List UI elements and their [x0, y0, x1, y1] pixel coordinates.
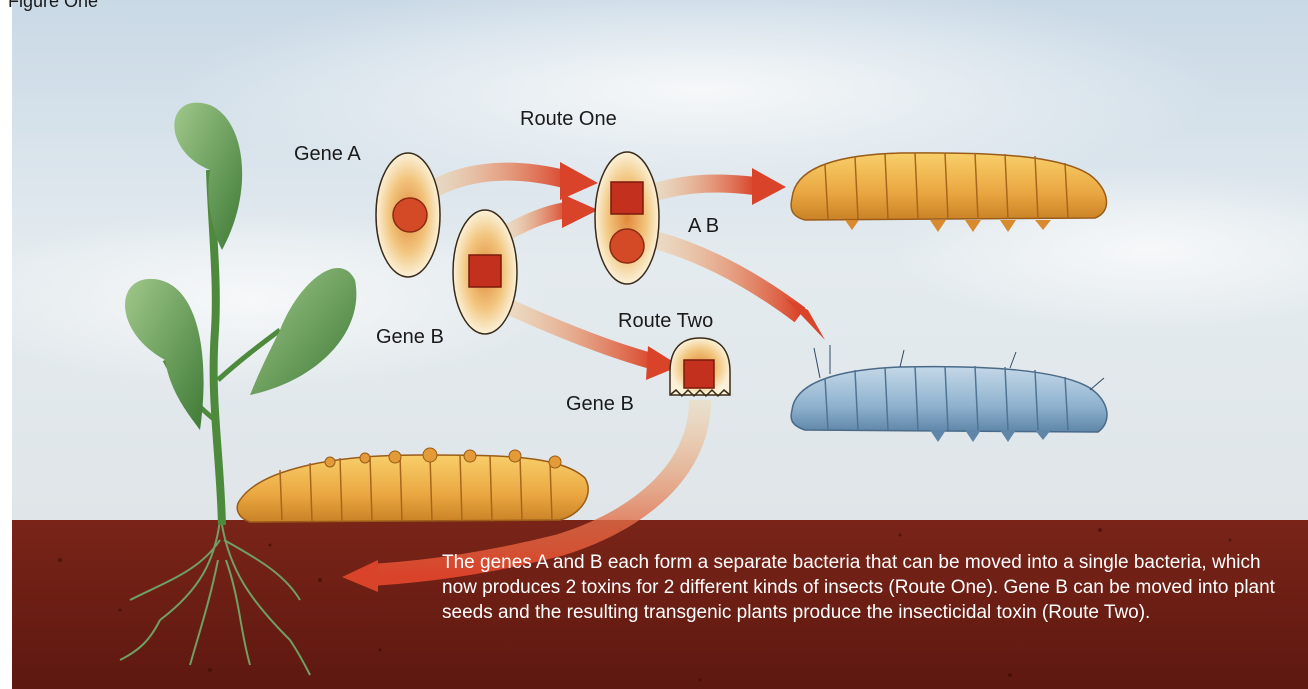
gene-a-cell [376, 153, 440, 277]
gene-b-label-lower: Gene B [566, 393, 634, 416]
toxin-square [684, 360, 714, 388]
figure-caption: The genes A and B each form a separate b… [442, 550, 1298, 625]
figure-title: Figure One [8, 0, 98, 12]
gene-b-label-upper: Gene B [376, 326, 444, 349]
gene-b-cell [453, 210, 517, 334]
toxin-circle [610, 229, 644, 263]
toxin-square [469, 255, 501, 287]
route-one-label: Route One [520, 108, 617, 131]
arrow-to-yellow-larva [655, 184, 755, 192]
seed [670, 338, 730, 396]
toxin-circle [393, 198, 427, 232]
left-margin [0, 0, 12, 689]
toxin-square [611, 182, 643, 214]
route-two-label: Route Two [618, 310, 713, 333]
ab-label: A B [688, 215, 719, 238]
gene-a-label: Gene A [294, 143, 361, 166]
combined-cell [595, 152, 659, 284]
